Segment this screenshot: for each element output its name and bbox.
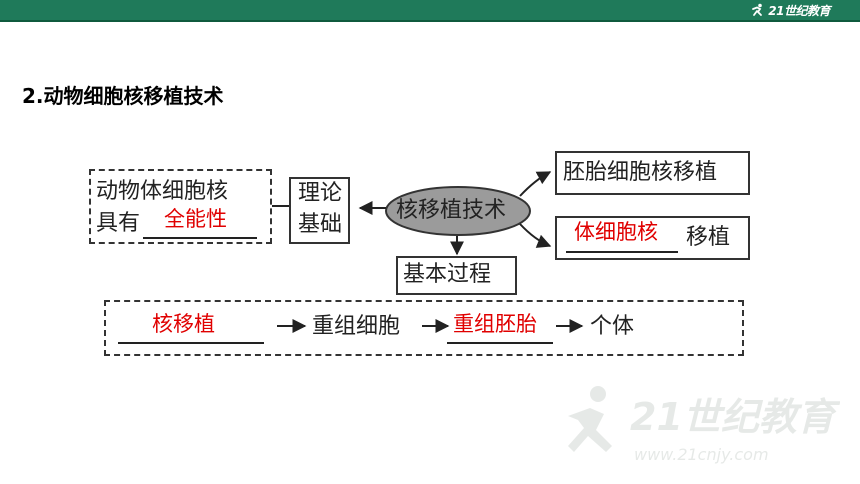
answer-underline-3	[118, 342, 264, 344]
left-box-line1: 动物体细胞核	[96, 179, 229, 204]
header-underline	[0, 20, 860, 22]
watermark-url: www.21cnjy.com	[634, 445, 769, 464]
right-bottom-suffix: 移植	[686, 225, 731, 250]
brand-logo: 21世纪教育	[751, 2, 830, 18]
theory-line1: 理论	[298, 181, 343, 206]
answer-nuclear-transfer: 核移植	[152, 312, 215, 336]
answer-somatic-nucleus: 体细胞核	[574, 220, 658, 244]
runner-icon	[752, 3, 763, 16]
process-steps-box	[104, 300, 744, 356]
process-step4: 个体	[590, 314, 635, 339]
answer-underline-4	[447, 342, 553, 344]
left-premise-box	[89, 169, 272, 244]
process-box-label: 基本过程	[403, 262, 492, 287]
basic-process-box	[396, 256, 517, 295]
theory-line2: 基础	[298, 212, 343, 237]
arrow-to-right-bottom	[519, 223, 552, 248]
arrow-to-right-top	[519, 171, 552, 197]
answer-underline-2	[566, 251, 678, 253]
left-box-line2-prefix: 具有	[96, 211, 141, 236]
center-ellipse	[385, 186, 531, 236]
answer-totipotency: 全能性	[164, 207, 227, 231]
somatic-nuclear-transfer-box	[555, 216, 750, 260]
process-step2: 重组细胞	[312, 314, 401, 339]
watermark-logo: 21世纪教育 www.21cnjy.com	[568, 386, 840, 464]
right-top-label: 胚胎细胞核移植	[563, 160, 718, 185]
answer-underline-1	[143, 237, 257, 239]
embryo-nuclear-transfer-box	[555, 151, 750, 195]
answer-reconstructed-embryo: 重组胚胎	[453, 312, 537, 336]
logo-text: 21世纪教育	[768, 3, 830, 18]
watermark-runner-icon	[568, 386, 612, 452]
center-label: 核移植技术	[396, 198, 507, 223]
header-bar: 21世纪教育	[0, 0, 860, 22]
watermark-text: 21世纪教育	[630, 395, 840, 439]
theory-basis-box	[289, 177, 350, 244]
slide-title: 2.动物细胞核移植技术	[22, 84, 224, 108]
